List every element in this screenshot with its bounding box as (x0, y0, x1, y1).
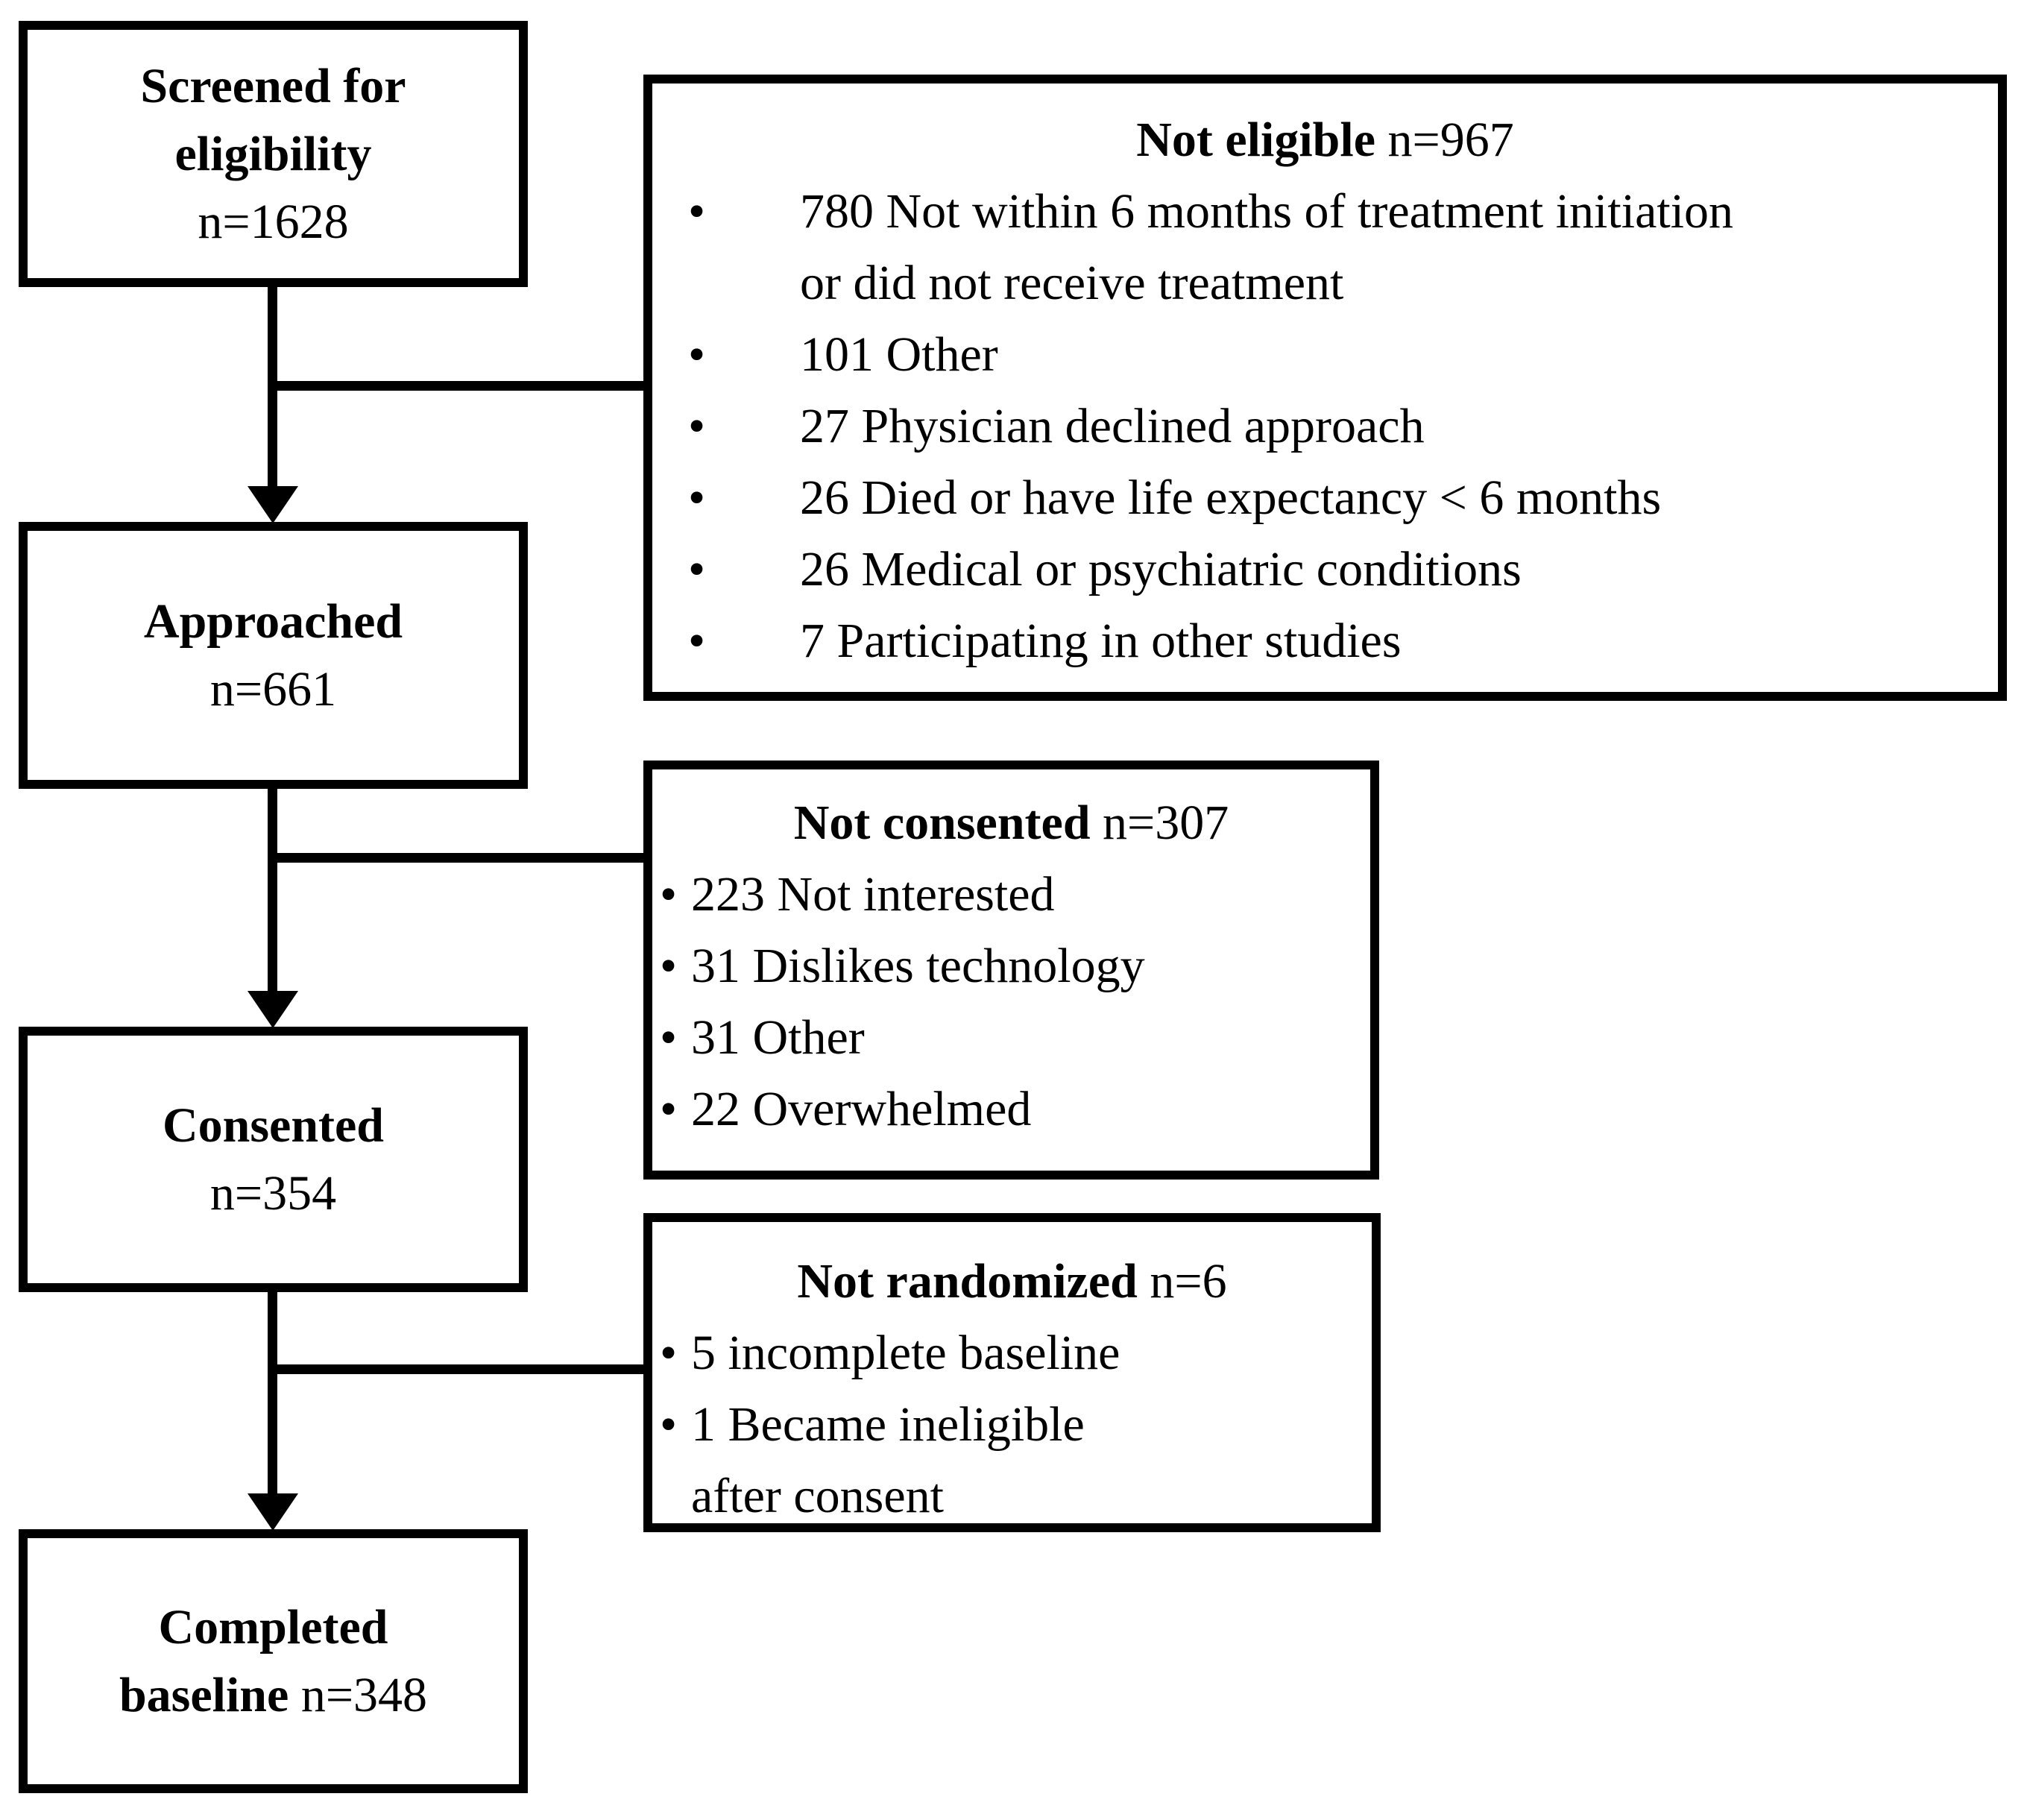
box-count: n=661 (209, 662, 337, 717)
arrowhead-down-icon (248, 486, 298, 523)
bullet-icon: • (660, 1082, 678, 1136)
bullet-icon: • (660, 939, 678, 993)
box-title-line: Approached (143, 594, 403, 649)
exclusion-list: • 223 Not interested • 31 Dislikes techn… (652, 859, 1370, 1145)
bullet-icon: • (660, 867, 678, 922)
list-item: • 5 incomplete baseline (652, 1317, 1372, 1389)
list-item: • 22 Overwhelmed (652, 1074, 1370, 1145)
list-item-text: or did not receive treatment (800, 256, 1344, 310)
box-title-line: Completed (158, 1600, 388, 1654)
list-item: • 31 Other (652, 1002, 1370, 1074)
list-item: • 26 Died or have life expectancy < 6 mo… (652, 462, 1998, 534)
bullet-icon: • (660, 1397, 678, 1452)
box-title-line: baseline n=348 (119, 1661, 427, 1729)
list-item-text: 31 Other (691, 1010, 865, 1065)
exclusion-list: • 780 Not within 6 months of treatment i… (652, 176, 1998, 677)
flow-box-not-consented: Not consented n=307 • 223 Not interested… (643, 761, 1379, 1180)
exclusion-count: n=307 (1103, 796, 1229, 850)
list-item-text: 223 Not interested (691, 867, 1055, 922)
box-title-line: eligibility (174, 127, 372, 181)
bullet-icon: • (688, 614, 706, 668)
arrowhead-down-icon (248, 1493, 298, 1531)
flow-box-not-eligible: Not eligible n=967 • 780 Not within 6 mo… (643, 75, 2007, 701)
exclusion-count: n=6 (1150, 1254, 1227, 1309)
box-count: n=1628 (198, 195, 349, 249)
flow-box-consented: Consented n=354 (19, 1027, 528, 1292)
list-item: • 31 Dislikes technology (652, 931, 1370, 1002)
flow-box-approached: Approached n=661 (19, 522, 528, 789)
list-item-text: 7 Participating in other studies (800, 614, 1402, 668)
list-item-text: 27 Physician declined approach (800, 399, 1425, 453)
bullet-icon: • (688, 184, 706, 239)
connector-consented-completed (268, 1288, 277, 1500)
list-item: • 7 Participating in other studies (652, 605, 1998, 677)
list-item-text: 31 Dislikes technology (691, 939, 1145, 993)
exclusion-list: • 5 incomplete baseline • 1 Became ineli… (652, 1317, 1372, 1532)
list-item-text: 5 incomplete baseline (691, 1326, 1120, 1380)
flow-box-screened: Screened for eligibility n=1628 (19, 21, 528, 287)
list-item-text: 780 Not within 6 months of treatment ini… (800, 184, 1734, 239)
box-title-line: Consented (162, 1098, 385, 1153)
exclusion-title: Not eligible (1136, 113, 1376, 167)
bullet-icon: • (688, 542, 706, 596)
bullet-icon: • (688, 327, 706, 382)
bullet-icon: • (660, 1326, 678, 1380)
flow-box-completed-baseline: Completed baseline n=348 (19, 1529, 528, 1793)
list-item: • 26 Medical or psychiatric conditions (652, 534, 1998, 605)
exclusion-title: Not consented (793, 796, 1091, 850)
branch-not-randomized (268, 1364, 643, 1374)
exclusion-header: Not randomized n=6 (652, 1246, 1372, 1317)
list-item-text: 22 Overwhelmed (691, 1082, 1032, 1136)
list-item: • 223 Not interested (652, 859, 1370, 931)
list-item-text: after consent (691, 1469, 944, 1523)
list-item-text: 26 Medical or psychiatric conditions (800, 542, 1522, 596)
arrowhead-down-icon (248, 991, 298, 1028)
exclusion-header: Not eligible n=967 (652, 104, 1998, 176)
flow-box-not-randomized: Not randomized n=6 • 5 incomplete baseli… (643, 1213, 1381, 1532)
box-count: n=354 (209, 1166, 337, 1221)
exclusion-header: Not consented n=307 (652, 787, 1370, 859)
bullet-icon: • (688, 399, 706, 453)
list-item: • 27 Physician declined approach (652, 391, 1998, 462)
connector-approached-consented (268, 784, 277, 997)
list-item-text: 1 Became ineligible (691, 1397, 1085, 1452)
branch-not-consented (268, 853, 643, 863)
bullet-icon: • (688, 470, 706, 525)
bullet-icon: • (660, 1010, 678, 1065)
list-item: • 1 Became ineligible after consent (652, 1389, 1372, 1532)
exclusion-count: n=967 (1387, 113, 1514, 167)
list-item-text: 101 Other (800, 327, 998, 382)
box-title-line: Screened for (140, 59, 406, 113)
box-count: n=348 (300, 1668, 428, 1722)
list-item: • 780 Not within 6 months of treatment i… (652, 176, 1998, 319)
box-title-part: baseline (119, 1668, 289, 1722)
list-item: • 101 Other (652, 319, 1998, 391)
list-item-text: 26 Died or have life expectancy < 6 mont… (800, 470, 1662, 525)
branch-not-eligible (268, 381, 643, 391)
exclusion-title: Not randomized (797, 1254, 1138, 1309)
